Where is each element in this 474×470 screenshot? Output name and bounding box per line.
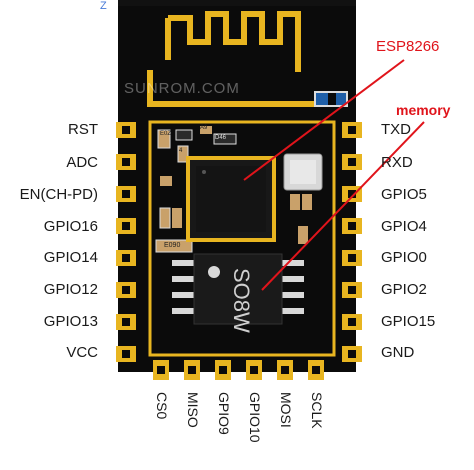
flash-chip-marking: SO8W: [229, 268, 254, 333]
pin-label-left-gpio14: GPIO14: [43, 249, 98, 266]
pin-label-bottom-mosi: MOSI: [278, 392, 294, 428]
corner-mark: Z: [100, 0, 107, 12]
pin-label-right-gpio5: GPIO5: [381, 186, 427, 203]
esp-callout-line: [243, 59, 405, 181]
pin-label-left-en: EN(CH-PD): [19, 186, 98, 203]
cap-b-label: 4: [179, 148, 183, 154]
cap-a-label: A9: [200, 125, 208, 131]
pin-label-right-gnd: GND: [381, 344, 415, 361]
pin-label-left-adc: ADC: [66, 154, 98, 171]
pin-label-bottom-gpio10: GPIO10: [247, 392, 263, 443]
pin-label-left-gpio16: GPIO16: [43, 218, 98, 235]
watermark-text: SUNROM.COM: [124, 80, 240, 97]
res-label: D46: [215, 135, 227, 141]
callout-memory: memory: [396, 102, 451, 118]
pin-label-right-gpio0: GPIO0: [381, 249, 427, 266]
pcb-antenna: [147, 11, 330, 107]
cap-e-label: E0Z: [160, 131, 172, 137]
memory-callout-line: [261, 121, 425, 291]
pin-label-bottom-cs0: CS0: [154, 392, 170, 420]
shield-outline: [148, 120, 336, 357]
pin-label-right-gpio15: GPIO15: [381, 313, 436, 330]
pin-label-right-txd: TXD: [381, 121, 411, 138]
pin-label-right-rxd: RXD: [381, 154, 413, 171]
callout-esp8266: ESP8266: [376, 38, 440, 55]
pin-label-right-gpio4: GPIO4: [381, 218, 427, 235]
pin-label-bottom-miso: MISO: [185, 392, 201, 428]
pin-label-left-gpio12: GPIO12: [43, 281, 98, 298]
pin-label-left-vcc: VCC: [66, 344, 98, 361]
pin-label-left-gpio13: GPIO13: [43, 313, 98, 330]
pin-label-bottom-sclk: SCLK: [309, 392, 325, 429]
smd-components: [155, 126, 312, 253]
pin-label-bottom-gpio9: GPIO9: [216, 392, 232, 435]
pin-label-right-gpio2: GPIO2: [381, 281, 427, 298]
pin-label-left-rst: RST: [68, 121, 98, 138]
flash-chip: [172, 253, 304, 325]
cap-label: E090: [164, 242, 181, 249]
